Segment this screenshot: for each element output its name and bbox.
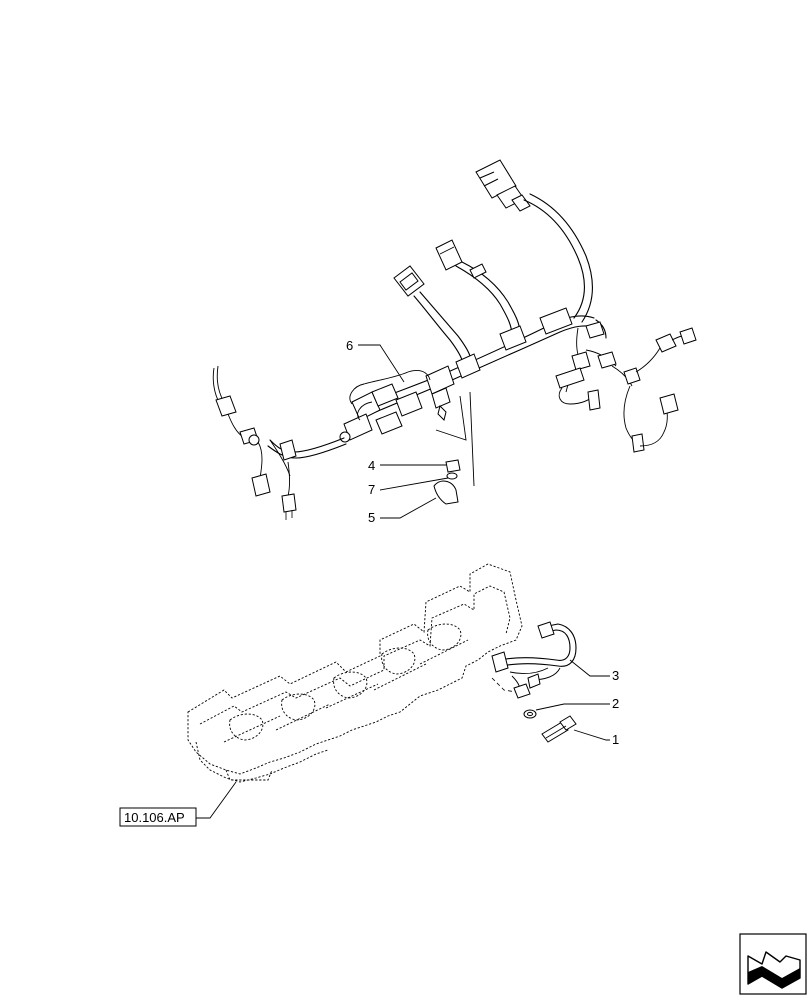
left-sensor-branch — [212, 365, 297, 520]
callout-3: 3 — [612, 668, 619, 683]
callout-5: 5 — [368, 510, 375, 525]
washer-and-bolt — [523, 709, 577, 743]
main-connector — [475, 159, 531, 212]
harness-clip-cluster — [339, 369, 451, 443]
wiring-harness-assembly — [212, 159, 697, 520]
engine-valve-cover — [187, 563, 523, 783]
callout-6: 6 — [346, 338, 353, 353]
callout-4: 4 — [368, 458, 375, 473]
callout-2: 2 — [612, 696, 619, 711]
reference-label: 10.106.AP — [124, 810, 185, 825]
injector-connector-2 — [435, 239, 463, 271]
callout-leaders-upper — [358, 344, 449, 519]
reference-box[interactable]: 10.106.AP — [119, 807, 197, 827]
injector-connector-1 — [393, 265, 425, 297]
next-page-arrow-icon[interactable] — [739, 933, 807, 995]
right-sensor-branch — [555, 319, 697, 453]
callout-leaders-lower — [196, 659, 610, 819]
injector-harness — [491, 621, 577, 699]
callout-1: 1 — [612, 732, 619, 747]
callout-7: 7 — [368, 482, 375, 497]
callout-labels: 6 4 7 5 3 2 1 — [346, 338, 619, 747]
clip-parts — [433, 459, 461, 505]
